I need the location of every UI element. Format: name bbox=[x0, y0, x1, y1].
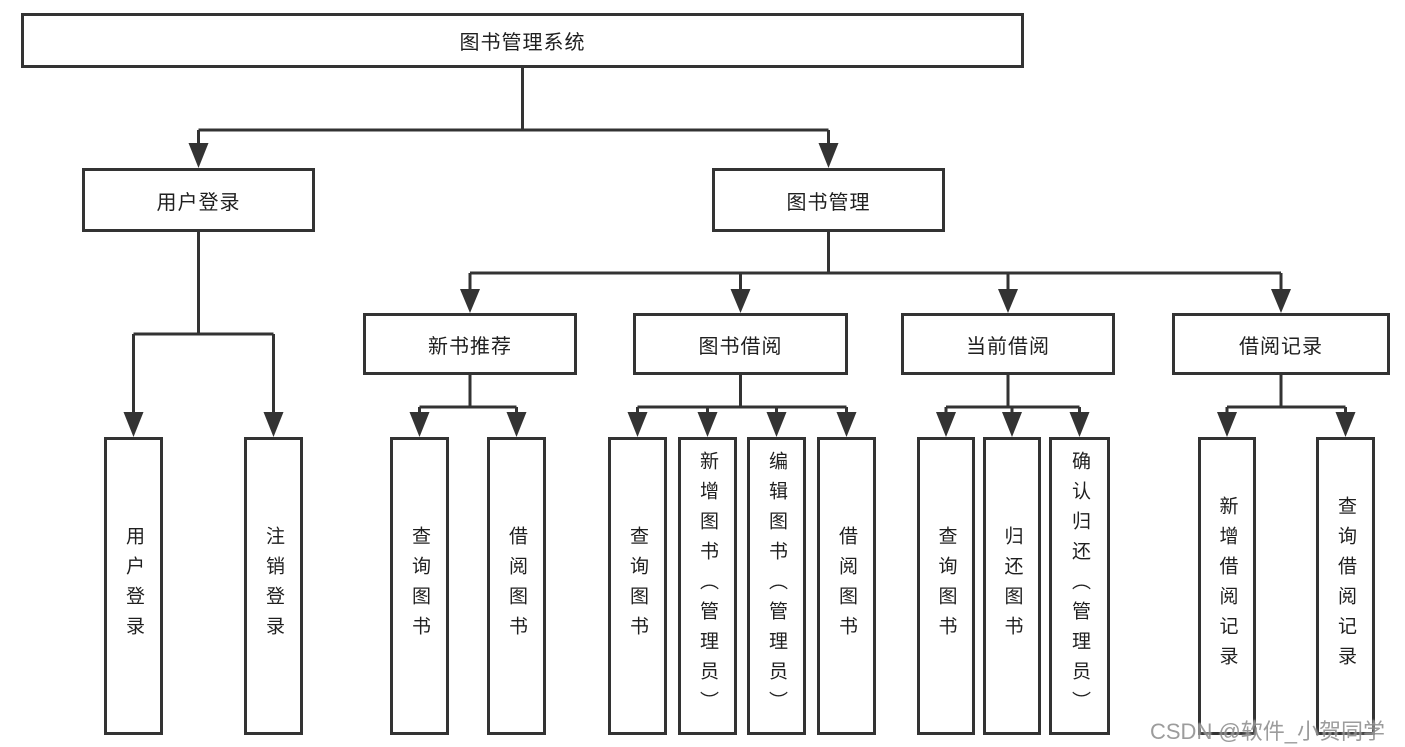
leaf-label: 新增借阅记录 bbox=[1216, 496, 1238, 676]
leaf-query-borrow-record: 查询借阅记录 bbox=[1316, 437, 1375, 735]
leaf-label: 查询图书 bbox=[409, 526, 430, 646]
leaf-borrow-book-1: 借阅图书 bbox=[487, 437, 546, 735]
leaf-label: 新增图书（管理员） bbox=[697, 451, 718, 721]
node-book-borrow: 图书借阅 bbox=[633, 313, 848, 375]
leaf-borrow-book-2: 借阅图书 bbox=[817, 437, 876, 735]
leaf-label: 用户登录 bbox=[123, 526, 144, 646]
node-user-login: 用户登录 bbox=[82, 168, 315, 232]
leaf-label: 编辑图书（管理员） bbox=[766, 451, 787, 721]
node-new-book-recommend: 新书推荐 bbox=[363, 313, 577, 375]
leaf-add-borrow-record: 新增借阅记录 bbox=[1198, 437, 1256, 735]
leaf-label: 确认归还（管理员） bbox=[1069, 451, 1090, 721]
leaf-logout: 注销登录 bbox=[244, 437, 303, 735]
node-current-borrow: 当前借阅 bbox=[901, 313, 1115, 375]
leaf-query-book-3: 查询图书 bbox=[917, 437, 975, 735]
leaf-query-book-2: 查询图书 bbox=[608, 437, 667, 735]
leaf-label: 查询图书 bbox=[627, 526, 648, 646]
leaf-label: 归还图书 bbox=[1001, 526, 1023, 646]
leaf-edit-book-admin: 编辑图书（管理员） bbox=[747, 437, 806, 735]
leaf-user-login: 用户登录 bbox=[104, 437, 163, 735]
node-root: 图书管理系统 bbox=[21, 13, 1024, 68]
csdn-watermark: CSDN @软件_小贺同学 bbox=[1150, 719, 1386, 744]
leaf-return-book: 归还图书 bbox=[983, 437, 1041, 735]
leaf-query-book-1: 查询图书 bbox=[390, 437, 449, 735]
node-borrow-record: 借阅记录 bbox=[1172, 313, 1390, 375]
leaf-confirm-return-admin: 确认归还（管理员） bbox=[1049, 437, 1110, 735]
leaf-label: 查询借阅记录 bbox=[1335, 496, 1356, 676]
node-book-management: 图书管理 bbox=[712, 168, 945, 232]
leaf-label: 查询图书 bbox=[935, 526, 957, 646]
leaf-add-book-admin: 新增图书（管理员） bbox=[678, 437, 737, 735]
leaf-label: 借阅图书 bbox=[506, 526, 527, 646]
leaf-label: 借阅图书 bbox=[836, 526, 857, 646]
leaf-label: 注销登录 bbox=[263, 526, 284, 646]
